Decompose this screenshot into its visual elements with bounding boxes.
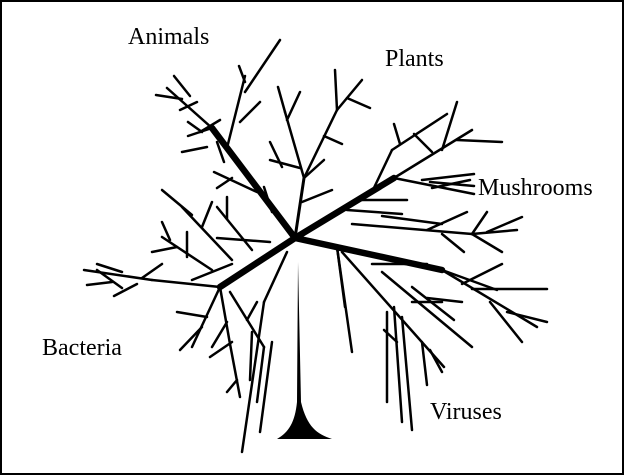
plants-limb bbox=[295, 178, 304, 238]
tree-base bbox=[277, 262, 332, 439]
animals-branch bbox=[156, 40, 280, 212]
bacteria-branch bbox=[84, 190, 287, 452]
mushrooms-limb bbox=[295, 178, 394, 238]
label-bacteria: Bacteria bbox=[42, 335, 122, 361]
bacteria-limb bbox=[220, 238, 295, 287]
label-mushrooms: Mushrooms bbox=[478, 175, 593, 201]
label-viruses: Viruses bbox=[430, 399, 502, 425]
label-animals: Animals bbox=[128, 24, 209, 50]
label-plants: Plants bbox=[385, 46, 444, 72]
plants-branch bbox=[270, 70, 370, 202]
